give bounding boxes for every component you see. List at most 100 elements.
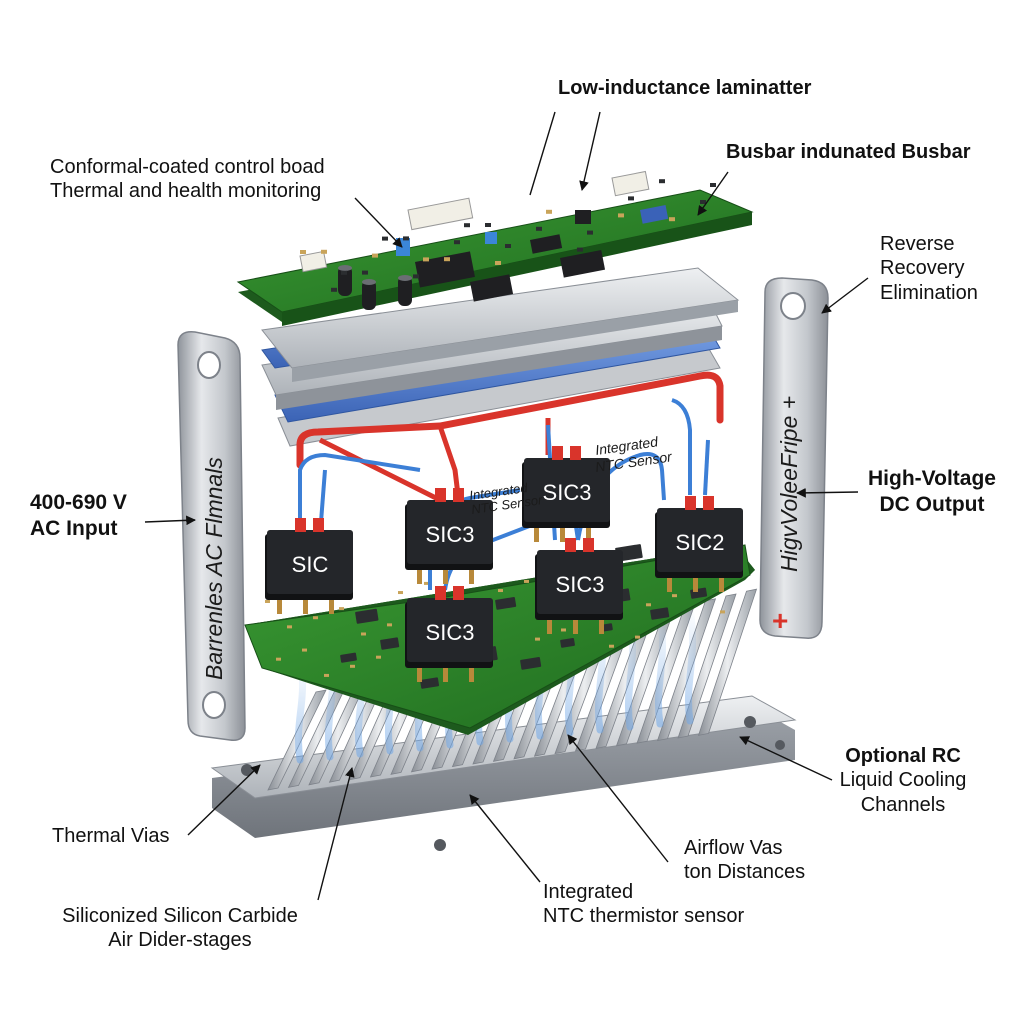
- smd-component: [618, 213, 624, 218]
- module-label: SIC3: [426, 620, 475, 645]
- pcb-pad: [287, 625, 292, 629]
- smd-component: [700, 200, 706, 204]
- module-pin: [693, 570, 698, 592]
- label-airflow-line-2: ton Distances: [684, 861, 806, 884]
- capacitor-top: [398, 275, 412, 281]
- mount-hole: [434, 839, 446, 851]
- control-board: [236, 170, 754, 326]
- module-pin: [277, 592, 282, 614]
- label-reverse-recovery-line-1: Reverse: [880, 233, 955, 255]
- leader-integrated-ntc: [469, 794, 541, 883]
- smd-component: [495, 261, 501, 265]
- label-ac-input-line-2: AC Input: [30, 516, 118, 540]
- module-pin: [329, 592, 334, 614]
- module-connector: [453, 586, 464, 600]
- label-laminate: Low-inductance laminatter: [558, 76, 811, 100]
- module-label: SIC2: [676, 530, 725, 555]
- pcb-pad: [720, 610, 725, 614]
- ic-chip: [575, 210, 591, 224]
- pcb-pad: [424, 581, 429, 585]
- label-ac-input: 400-690 V AC Input: [30, 490, 127, 541]
- smd-component: [380, 637, 400, 650]
- smd-component: [546, 209, 552, 214]
- electrolytic-capacitor: [398, 276, 412, 306]
- pcb-pad: [350, 664, 355, 668]
- module-pin: [719, 570, 724, 592]
- pcb-pad: [313, 616, 318, 620]
- smd-component: [341, 270, 347, 275]
- module-pin: [560, 520, 565, 542]
- pcb-pad: [339, 607, 344, 611]
- smd-component: [710, 183, 716, 187]
- smd-component: [413, 274, 419, 279]
- label-optional-rc-line-2: Liquid Cooling: [839, 769, 967, 792]
- module-pin: [547, 612, 552, 634]
- module-connector: [703, 496, 714, 510]
- smd-component: [520, 657, 542, 670]
- label-control-board-line-2: Thermal and health monitoring: [50, 180, 322, 203]
- label-busbar: Busbar indunated Busbar: [726, 140, 970, 164]
- blue-trimmer: [396, 238, 410, 256]
- smd-component: [577, 247, 583, 252]
- pcb-pad: [535, 637, 540, 641]
- sic-module: SIC3: [405, 586, 493, 682]
- module-pin: [417, 660, 422, 682]
- pcb-pad: [361, 632, 366, 636]
- leader-control-board: [354, 197, 403, 248]
- module-connector: [583, 538, 594, 552]
- sic-module: SIC: [265, 518, 353, 614]
- module-pin: [417, 562, 422, 584]
- mount-hole: [744, 716, 756, 728]
- label-laminate-line: Low-inductance laminatter: [558, 77, 812, 99]
- smd-component: [355, 608, 379, 624]
- module-connector: [565, 538, 576, 552]
- leader-airflow: [567, 734, 669, 863]
- pcb-pad: [376, 655, 381, 659]
- module-label: SIC: [292, 552, 329, 577]
- leader-ac-input: [144, 515, 196, 526]
- pcb-pad: [635, 635, 640, 639]
- label-ac-input-line-1: 400-690 V: [30, 491, 127, 514]
- smd-component: [495, 597, 517, 610]
- smd-component: [403, 236, 409, 241]
- label-dc-output: High-Voltage DC Output: [862, 466, 1002, 517]
- smd-component: [650, 607, 670, 620]
- capacitor-top: [362, 279, 376, 285]
- smd-component: [331, 287, 337, 292]
- airflow-stream: [654, 608, 666, 728]
- smd-component: [454, 240, 460, 245]
- module-pin: [303, 592, 308, 614]
- label-airflow: Airflow Vas ton Distances: [684, 836, 805, 885]
- module-label: SIC3: [543, 480, 592, 505]
- sic-module: SIC2: [655, 496, 743, 592]
- pcb-pad: [302, 648, 307, 652]
- leader-busbar: [697, 171, 729, 216]
- label-airflow-line-1: Airflow Vas: [684, 837, 783, 859]
- pcb-pad: [646, 603, 651, 607]
- label-reverse-recovery: Reverse Recovery Elimination: [880, 232, 978, 305]
- smd-component: [423, 257, 429, 262]
- heatsink-fin: [677, 593, 737, 739]
- module-body: [407, 598, 493, 662]
- label-sic-stages-line-2: Air Dider-stages: [108, 929, 252, 952]
- label-reverse-recovery-line-3: Elimination: [880, 281, 978, 304]
- mount-hole: [775, 740, 785, 750]
- mount-hole: [241, 764, 253, 776]
- module-pin: [469, 660, 474, 682]
- dc-terminal-engraving: HigvVoleeFripe +: [776, 396, 802, 572]
- label-control-board-line-1: Conformal-coated control boad: [50, 156, 325, 178]
- leader-thermal-vias: [187, 764, 261, 836]
- leader-optional-rc: [739, 736, 833, 781]
- ac-terminal-engraving: Barrenles AC Flmnals: [201, 457, 227, 680]
- module-pin: [586, 520, 591, 542]
- control-board-components: [299, 170, 716, 310]
- red-wire: [437, 425, 461, 496]
- module-label: SIC3: [556, 572, 605, 597]
- smd-component: [669, 217, 675, 222]
- dc-output-terminal: HigvVoleeFripe + +: [759, 277, 829, 639]
- module-pin: [599, 612, 604, 634]
- label-control-board: Conformal-coated control boad Thermal an…: [50, 155, 325, 204]
- ic-chip: [530, 234, 563, 254]
- pcb-pad: [561, 628, 566, 632]
